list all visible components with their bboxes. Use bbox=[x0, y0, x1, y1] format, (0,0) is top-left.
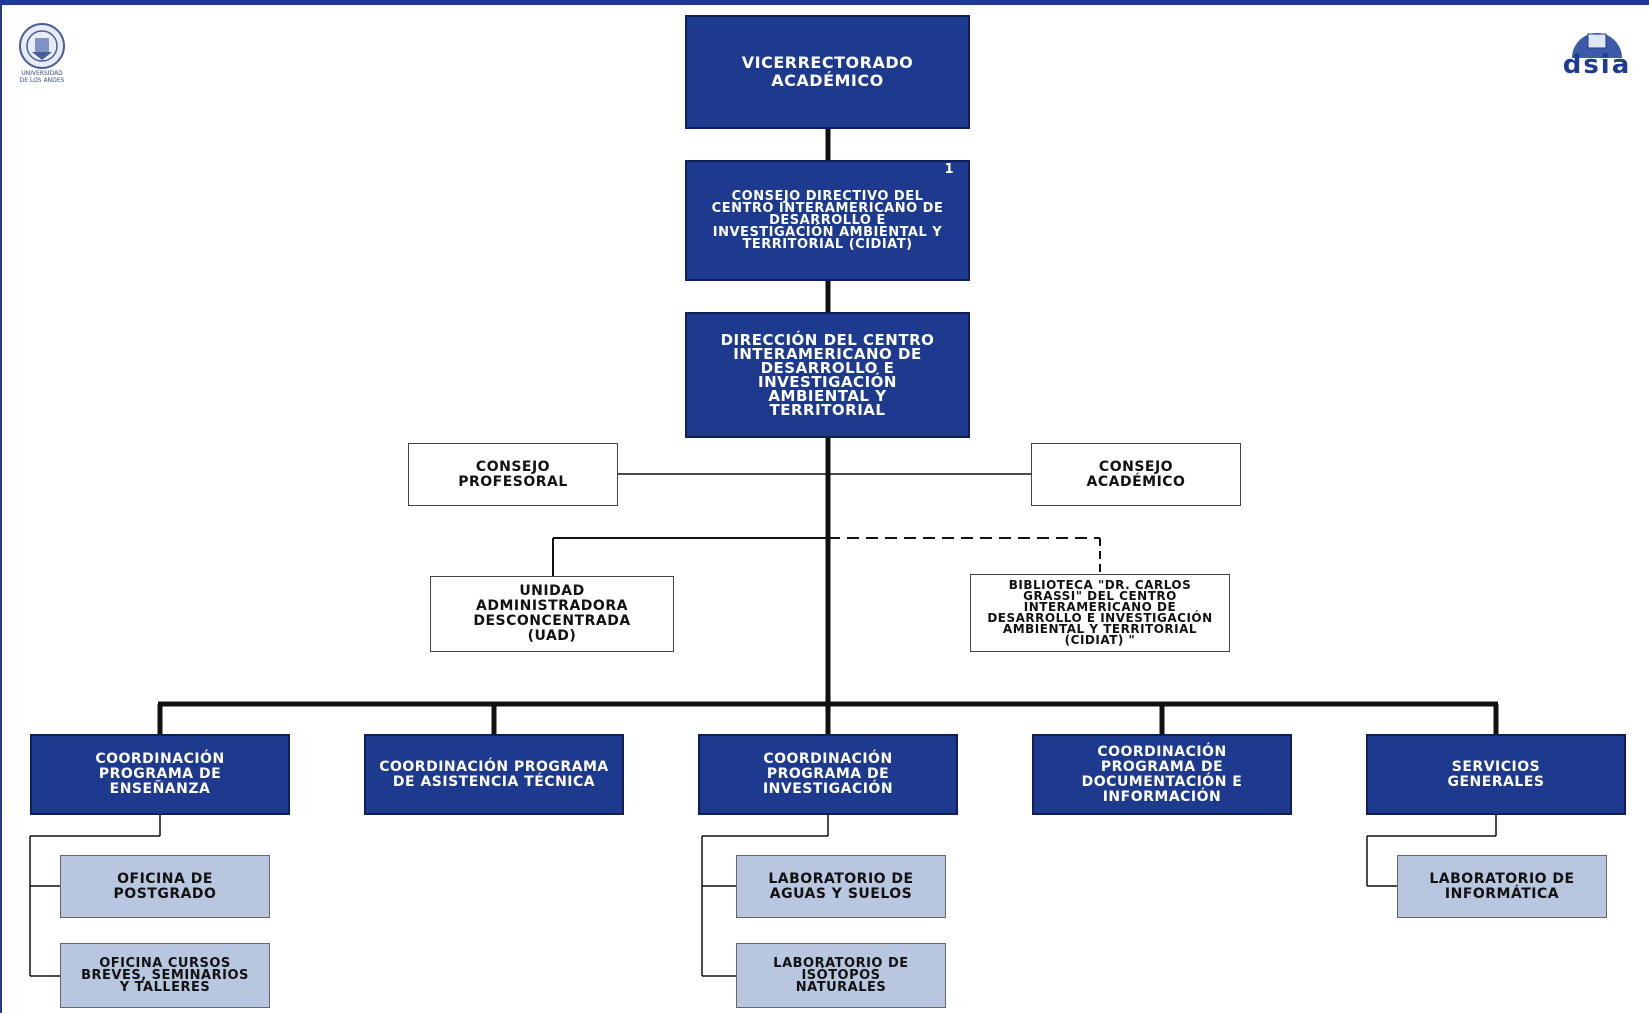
box-biblioteca: BIBLIOTECA "DR. CARLOS GRASSI" DEL CENTR… bbox=[970, 574, 1230, 652]
box-consejo-academico: CONSEJO ACADÉMICO bbox=[1031, 443, 1241, 506]
logo-caption-1: UNIVERSIDAD bbox=[21, 70, 63, 77]
box-lab-informatica: LABORATORIO DE INFORMÁTICA bbox=[1397, 855, 1607, 918]
box-oficina-postgrado: OFICINA DE POSTGRADO bbox=[60, 855, 270, 918]
left-border bbox=[0, 0, 2, 1013]
box-coord-documentacion: COORDINACIÓN PROGRAMA DE DOCUMENTACIÓN E… bbox=[1032, 734, 1292, 815]
box-coord-asistencia: COORDINACIÓN PROGRAMA DE ASISTENCIA TÉCN… bbox=[364, 734, 624, 815]
box-oficina-cursos: OFICINA CURSOS BREVES, SEMINARIOS Y TALL… bbox=[60, 943, 270, 1008]
university-seal-logo: UNIVERSIDAD DE LOS ANDES bbox=[10, 22, 74, 84]
box-uad: UNIDAD ADMINISTRADORA DESCONCENTRADA (UA… bbox=[430, 576, 674, 652]
box-servicios-generales: SERVICIOS GENERALES bbox=[1366, 734, 1626, 815]
box-lab-aguas: LABORATORIO DE AGUAS Y SUELOS bbox=[736, 855, 946, 918]
box-direccion: DIRECCIÓN DEL CENTRO INTERAMERICANO DE D… bbox=[685, 312, 970, 438]
box-lab-isotopos: LABORATORIO DE ISÓTOPOS NATURALES bbox=[736, 943, 946, 1008]
consejo-directivo-label: CONSEJO DIRECTIVO DEL CENTRO INTERAMERIC… bbox=[711, 188, 944, 252]
dsia-logo: dsia bbox=[1552, 28, 1642, 80]
box-coord-ensenanza: COORDINACIÓN PROGRAMA DE ENSEÑANZA bbox=[30, 734, 290, 815]
logo-caption-2: DE LOS ANDES bbox=[19, 77, 65, 84]
box-vicerrectorado: VICERRECTORADO ACADÉMICO bbox=[685, 15, 970, 129]
footnote-marker: 1 bbox=[944, 162, 954, 177]
box-consejo-directivo: CONSEJO DIRECTIVO DEL CENTRO INTERAMERIC… bbox=[685, 160, 970, 281]
top-border bbox=[0, 0, 1649, 5]
box-consejo-profesoral: CONSEJO PROFESORAL bbox=[408, 443, 618, 506]
dsia-logo-text: dsia bbox=[1562, 50, 1632, 80]
box-coord-investigacion: COORDINACIÓN PROGRAMA DE INVESTIGACIÓN bbox=[698, 734, 958, 815]
